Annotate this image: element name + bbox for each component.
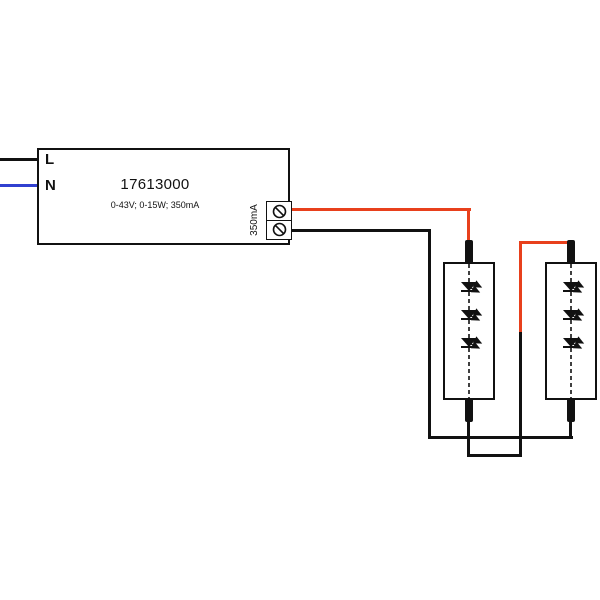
wire-output-positive-horizontal [291, 208, 471, 211]
led-module-1-schematic [461, 264, 483, 398]
wire-return-horizontal-bottom [428, 436, 573, 439]
led-module-1 [443, 262, 495, 400]
wire-input-line [0, 158, 39, 161]
wire-series-link-horizontal-top-red [519, 241, 571, 244]
led-symbol [461, 308, 483, 321]
module2-top-connector [567, 240, 575, 264]
driver-model-number: 17613000 [120, 176, 190, 193]
wire-return-vertical-right [569, 420, 572, 439]
led-symbol [563, 280, 585, 293]
wire-series-link-vertical-up-red [519, 241, 522, 332]
neutral-terminal-label: N [45, 177, 56, 194]
wire-input-neutral [0, 184, 39, 187]
screw-terminal-icon [272, 204, 286, 218]
module1-bottom-connector [465, 398, 473, 422]
screw-terminal-icon [272, 222, 286, 237]
module2-bottom-connector [567, 398, 575, 422]
output-current-label: 350mA [249, 204, 260, 236]
output-terminal-positive [266, 201, 292, 221]
led-module-2 [545, 262, 597, 400]
led-symbol [461, 336, 483, 349]
module1-top-connector [465, 240, 473, 264]
output-terminal-block [266, 201, 292, 240]
led-driver-box [37, 148, 290, 245]
led-symbol [563, 308, 585, 321]
led-module-2-schematic [563, 264, 585, 398]
wire-series-link-vertical-down [467, 420, 470, 457]
driver-specs: 0-43V; 0-15W; 350mA [110, 200, 200, 210]
wire-output-positive-vertical [467, 208, 470, 242]
wire-return-horizontal-top [291, 229, 431, 232]
line-terminal-label: L [45, 151, 55, 168]
wire-series-link-vertical-up-black [519, 332, 522, 457]
output-terminal-negative [266, 219, 292, 240]
wire-return-vertical-left [428, 229, 431, 439]
led-symbol [563, 336, 585, 349]
led-symbol [461, 280, 483, 293]
wire-series-link-horizontal [467, 454, 522, 457]
